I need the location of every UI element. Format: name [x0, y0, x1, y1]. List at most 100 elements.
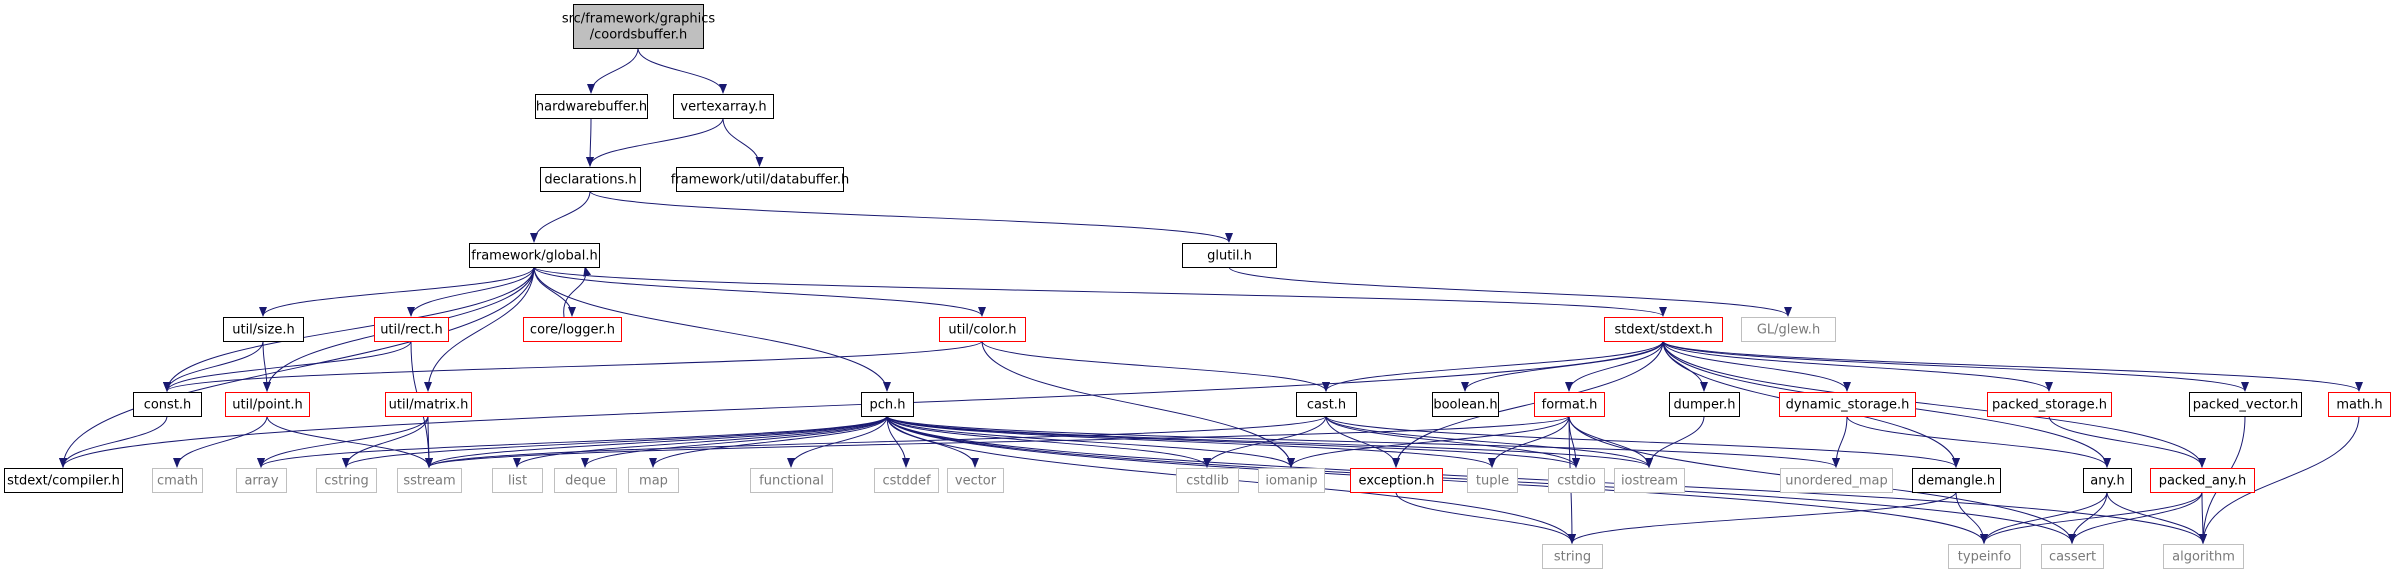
- node-iostream-label: iostream: [1621, 474, 1678, 489]
- node-vertexarray[interactable]: vertexarray.h: [673, 94, 774, 119]
- node-color[interactable]: util/color.h: [939, 317, 1026, 342]
- node-iomanip[interactable]: iomanip: [1258, 468, 1325, 493]
- edge-packed_storage-to-packed_any: [2048, 415, 2206, 468]
- node-packed_any[interactable]: packed_any.h: [2150, 468, 2255, 493]
- edge-demangle-to-string: [1568, 491, 1957, 544]
- edge-cast-to-cstdio: [1325, 415, 1580, 468]
- node-cast[interactable]: cast.h: [1296, 392, 1357, 417]
- node-array[interactable]: array: [236, 468, 287, 493]
- node-glutil-label: glutil.h: [1207, 249, 1252, 264]
- node-declarations[interactable]: declarations.h: [540, 167, 641, 192]
- node-mathh[interactable]: math.h: [2328, 392, 2391, 417]
- node-vector-label: vector: [955, 474, 997, 489]
- node-databuffer[interactable]: framework/util/databuffer.h: [671, 167, 850, 192]
- edge-stdext-to-packed_storage: [1662, 340, 2053, 392]
- node-boolean[interactable]: boolean.h: [1432, 392, 1499, 417]
- node-size[interactable]: util/size.h: [223, 317, 304, 342]
- node-iostream[interactable]: iostream: [1614, 468, 1685, 493]
- node-coordsbuffer-label: src/framework/graphics: [562, 12, 716, 27]
- node-logger[interactable]: core/logger.h: [523, 317, 622, 342]
- node-point-label: util/point.h: [232, 398, 302, 413]
- node-cmath[interactable]: cmath: [152, 468, 203, 493]
- edge-const-to-compiler: [59, 415, 168, 468]
- node-list[interactable]: list: [492, 468, 543, 493]
- edge-pch-to-list: [513, 415, 888, 468]
- node-logger-label: core/logger.h: [530, 323, 615, 338]
- edge-packed_any-to-cassert: [2068, 491, 2203, 544]
- node-pch-box: [861, 392, 914, 417]
- edge-stdext-to-cast: [1322, 340, 1664, 392]
- node-cast-box: [1296, 392, 1357, 417]
- node-stdext[interactable]: stdext/stdext.h: [1604, 317, 1723, 342]
- edge-size-to-point: [262, 340, 271, 392]
- node-pch[interactable]: pch.h: [861, 392, 914, 417]
- node-cassert[interactable]: cassert: [2041, 544, 2104, 569]
- node-coordsbuffer-label: /coordsbuffer.h: [590, 28, 688, 43]
- node-algorithm-box: [2163, 544, 2244, 569]
- node-size-box: [223, 317, 304, 342]
- node-map-label: map: [639, 474, 668, 489]
- edge-pch-to-array: [257, 415, 888, 468]
- node-boolean-label: boolean.h: [1433, 398, 1497, 413]
- node-color-box: [939, 317, 1026, 342]
- edge-format-to-iomanip: [1287, 415, 1570, 468]
- node-compiler[interactable]: stdext/compiler.h: [4, 468, 123, 493]
- node-glew-label: GL/glew.h: [1757, 323, 1820, 338]
- node-demangle-box: [1912, 468, 2001, 493]
- node-demangle[interactable]: demangle.h: [1912, 468, 2001, 493]
- node-coordsbuffer-box: [573, 4, 704, 49]
- edge-cast-to-iostream: [1325, 415, 1653, 468]
- edge-cast-to-cstdlib: [1203, 415, 1327, 468]
- node-packed_vector[interactable]: packed_vector.h: [2189, 392, 2302, 417]
- node-dumper[interactable]: dumper.h: [1669, 392, 1740, 417]
- node-any-box: [2083, 468, 2132, 493]
- node-unordered_map[interactable]: unordered_map: [1780, 468, 1893, 493]
- node-glew[interactable]: GL/glew.h: [1741, 317, 1836, 342]
- node-cstdio[interactable]: cstdio: [1548, 468, 1605, 493]
- node-string[interactable]: string: [1542, 544, 1603, 569]
- node-tuple[interactable]: tuple: [1467, 468, 1518, 493]
- node-typeinfo[interactable]: typeinfo: [1948, 544, 2021, 569]
- node-matrix-label: util/matrix.h: [389, 398, 469, 413]
- node-size-label: util/size.h: [232, 323, 295, 338]
- edge-any-to-algorithm: [2106, 491, 2207, 544]
- node-matrix[interactable]: util/matrix.h: [385, 392, 472, 417]
- edge-pch-to-deque: [581, 415, 888, 468]
- node-sstream[interactable]: sstream: [397, 468, 462, 493]
- node-rect[interactable]: util/rect.h: [374, 317, 449, 342]
- node-packed_storage[interactable]: packed_storage.h: [1987, 392, 2112, 417]
- node-cstdlib[interactable]: cstdlib: [1176, 468, 1239, 493]
- node-cstddef[interactable]: cstddef: [874, 468, 939, 493]
- edge-pch-to-sstream: [425, 415, 888, 468]
- node-format[interactable]: format.h: [1534, 392, 1605, 417]
- node-stdext-label: stdext/stdext.h: [1614, 323, 1712, 338]
- node-databuffer-label: framework/util/databuffer.h: [671, 173, 850, 188]
- node-list-label: list: [508, 474, 527, 489]
- node-const-label: const.h: [144, 398, 192, 413]
- edge-stdext-to-dynamic_storage: [1662, 340, 1851, 392]
- node-compiler-box: [4, 468, 123, 493]
- node-global[interactable]: framework/global.h: [469, 243, 600, 268]
- node-any[interactable]: any.h: [2083, 468, 2132, 493]
- node-deque[interactable]: deque: [554, 468, 617, 493]
- edge-exception-to-string: [1395, 491, 1576, 544]
- edge-pch-to-cstddef: [886, 415, 910, 468]
- node-cstring[interactable]: cstring: [316, 468, 377, 493]
- node-dynamic_storage[interactable]: dynamic_storage.h: [1779, 392, 1916, 417]
- edge-coordsbuffer-to-vertexarray: [637, 47, 727, 94]
- edge-pch-to-algorithm: [886, 415, 2207, 544]
- node-glutil[interactable]: glutil.h: [1182, 243, 1277, 268]
- node-point[interactable]: util/point.h: [225, 392, 310, 417]
- node-map[interactable]: map: [628, 468, 679, 493]
- node-vector[interactable]: vector: [947, 468, 1004, 493]
- node-functional[interactable]: functional: [750, 468, 833, 493]
- node-exception[interactable]: exception.h: [1350, 468, 1443, 493]
- node-cast-label: cast.h: [1307, 398, 1346, 413]
- node-matrix-box: [385, 392, 472, 417]
- node-cstdlib-label: cstdlib: [1186, 474, 1229, 489]
- node-algorithm[interactable]: algorithm: [2163, 544, 2244, 569]
- edge-pch-to-cstdio: [886, 415, 1580, 468]
- node-hardwarebuffer[interactable]: hardwarebuffer.h: [535, 94, 648, 119]
- edge-color-to-const: [163, 340, 983, 392]
- node-const[interactable]: const.h: [133, 392, 202, 417]
